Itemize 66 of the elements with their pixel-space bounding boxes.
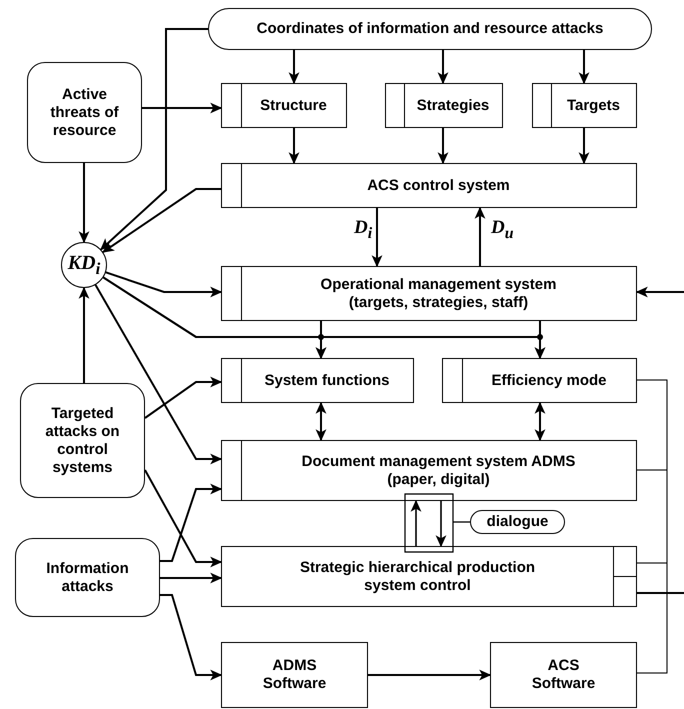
arrow xyxy=(142,102,222,114)
connector-line xyxy=(637,592,684,594)
arrow xyxy=(160,484,222,562)
process-box xyxy=(221,163,637,208)
node-label: Targets xyxy=(566,96,620,114)
arrow xyxy=(410,500,422,546)
rounded-box xyxy=(208,8,652,50)
arrow xyxy=(144,376,222,419)
arrow xyxy=(102,188,221,253)
arrow xyxy=(372,208,382,268)
arrow xyxy=(105,271,222,298)
node-label: Document management system ADMS (paper, digital) xyxy=(300,452,576,488)
node-label: Active threats of resource xyxy=(49,86,120,140)
process-box xyxy=(442,358,637,403)
node-label: Operational management system (targets, strategies, staff) xyxy=(320,276,558,312)
arrow xyxy=(100,28,208,250)
arrow xyxy=(316,402,326,442)
arrow xyxy=(368,670,492,680)
node-label: Information attacks xyxy=(45,560,130,596)
arrow xyxy=(288,128,300,164)
process-box xyxy=(221,440,637,501)
node-label: Structure xyxy=(260,96,327,114)
rounded-box xyxy=(20,383,145,498)
node-label: Targeted attacks on control systems xyxy=(44,404,121,476)
node-label: dialogue xyxy=(486,513,548,531)
process-box xyxy=(532,83,637,128)
process-box xyxy=(221,266,637,321)
arrow xyxy=(94,284,222,464)
arrow xyxy=(534,402,546,442)
process-box xyxy=(490,642,637,708)
rounded-box xyxy=(470,510,565,534)
node-label: Strategies xyxy=(416,96,490,114)
node-label: Efficiency mode xyxy=(491,372,607,390)
node-symbol: KD$_{i}$ xyxy=(68,251,100,279)
node-label: ADMS Software xyxy=(262,657,328,693)
arrow xyxy=(578,50,590,84)
arrow xyxy=(144,470,222,568)
process-box xyxy=(221,546,637,607)
connector-line xyxy=(636,470,668,564)
arrow xyxy=(160,572,222,584)
arrow xyxy=(288,50,300,84)
process-box xyxy=(221,642,368,708)
arrow xyxy=(316,321,326,360)
arrow xyxy=(438,128,448,164)
arrow xyxy=(474,206,486,266)
node-label: Strategic hierarchical production system control xyxy=(298,558,536,594)
arrow xyxy=(160,594,222,680)
leader-line xyxy=(404,493,470,553)
arrow xyxy=(534,321,546,360)
arrow xyxy=(578,128,590,164)
rounded-box xyxy=(15,538,160,617)
connector-line xyxy=(636,562,668,674)
node-label: System functions xyxy=(264,372,390,390)
arrow xyxy=(78,286,90,383)
arrow xyxy=(436,501,446,548)
process-box xyxy=(385,83,503,128)
arrow xyxy=(78,163,90,244)
process-box xyxy=(221,358,414,403)
arrow xyxy=(438,50,448,84)
circle-node xyxy=(61,242,107,288)
process-box xyxy=(221,83,347,128)
node-label: ACS Software xyxy=(530,657,596,693)
rounded-box xyxy=(27,62,142,163)
node-label: ACS control system xyxy=(367,176,510,194)
arrow xyxy=(636,286,684,298)
node-label: Coordinates of information and resource attacks xyxy=(256,20,604,38)
